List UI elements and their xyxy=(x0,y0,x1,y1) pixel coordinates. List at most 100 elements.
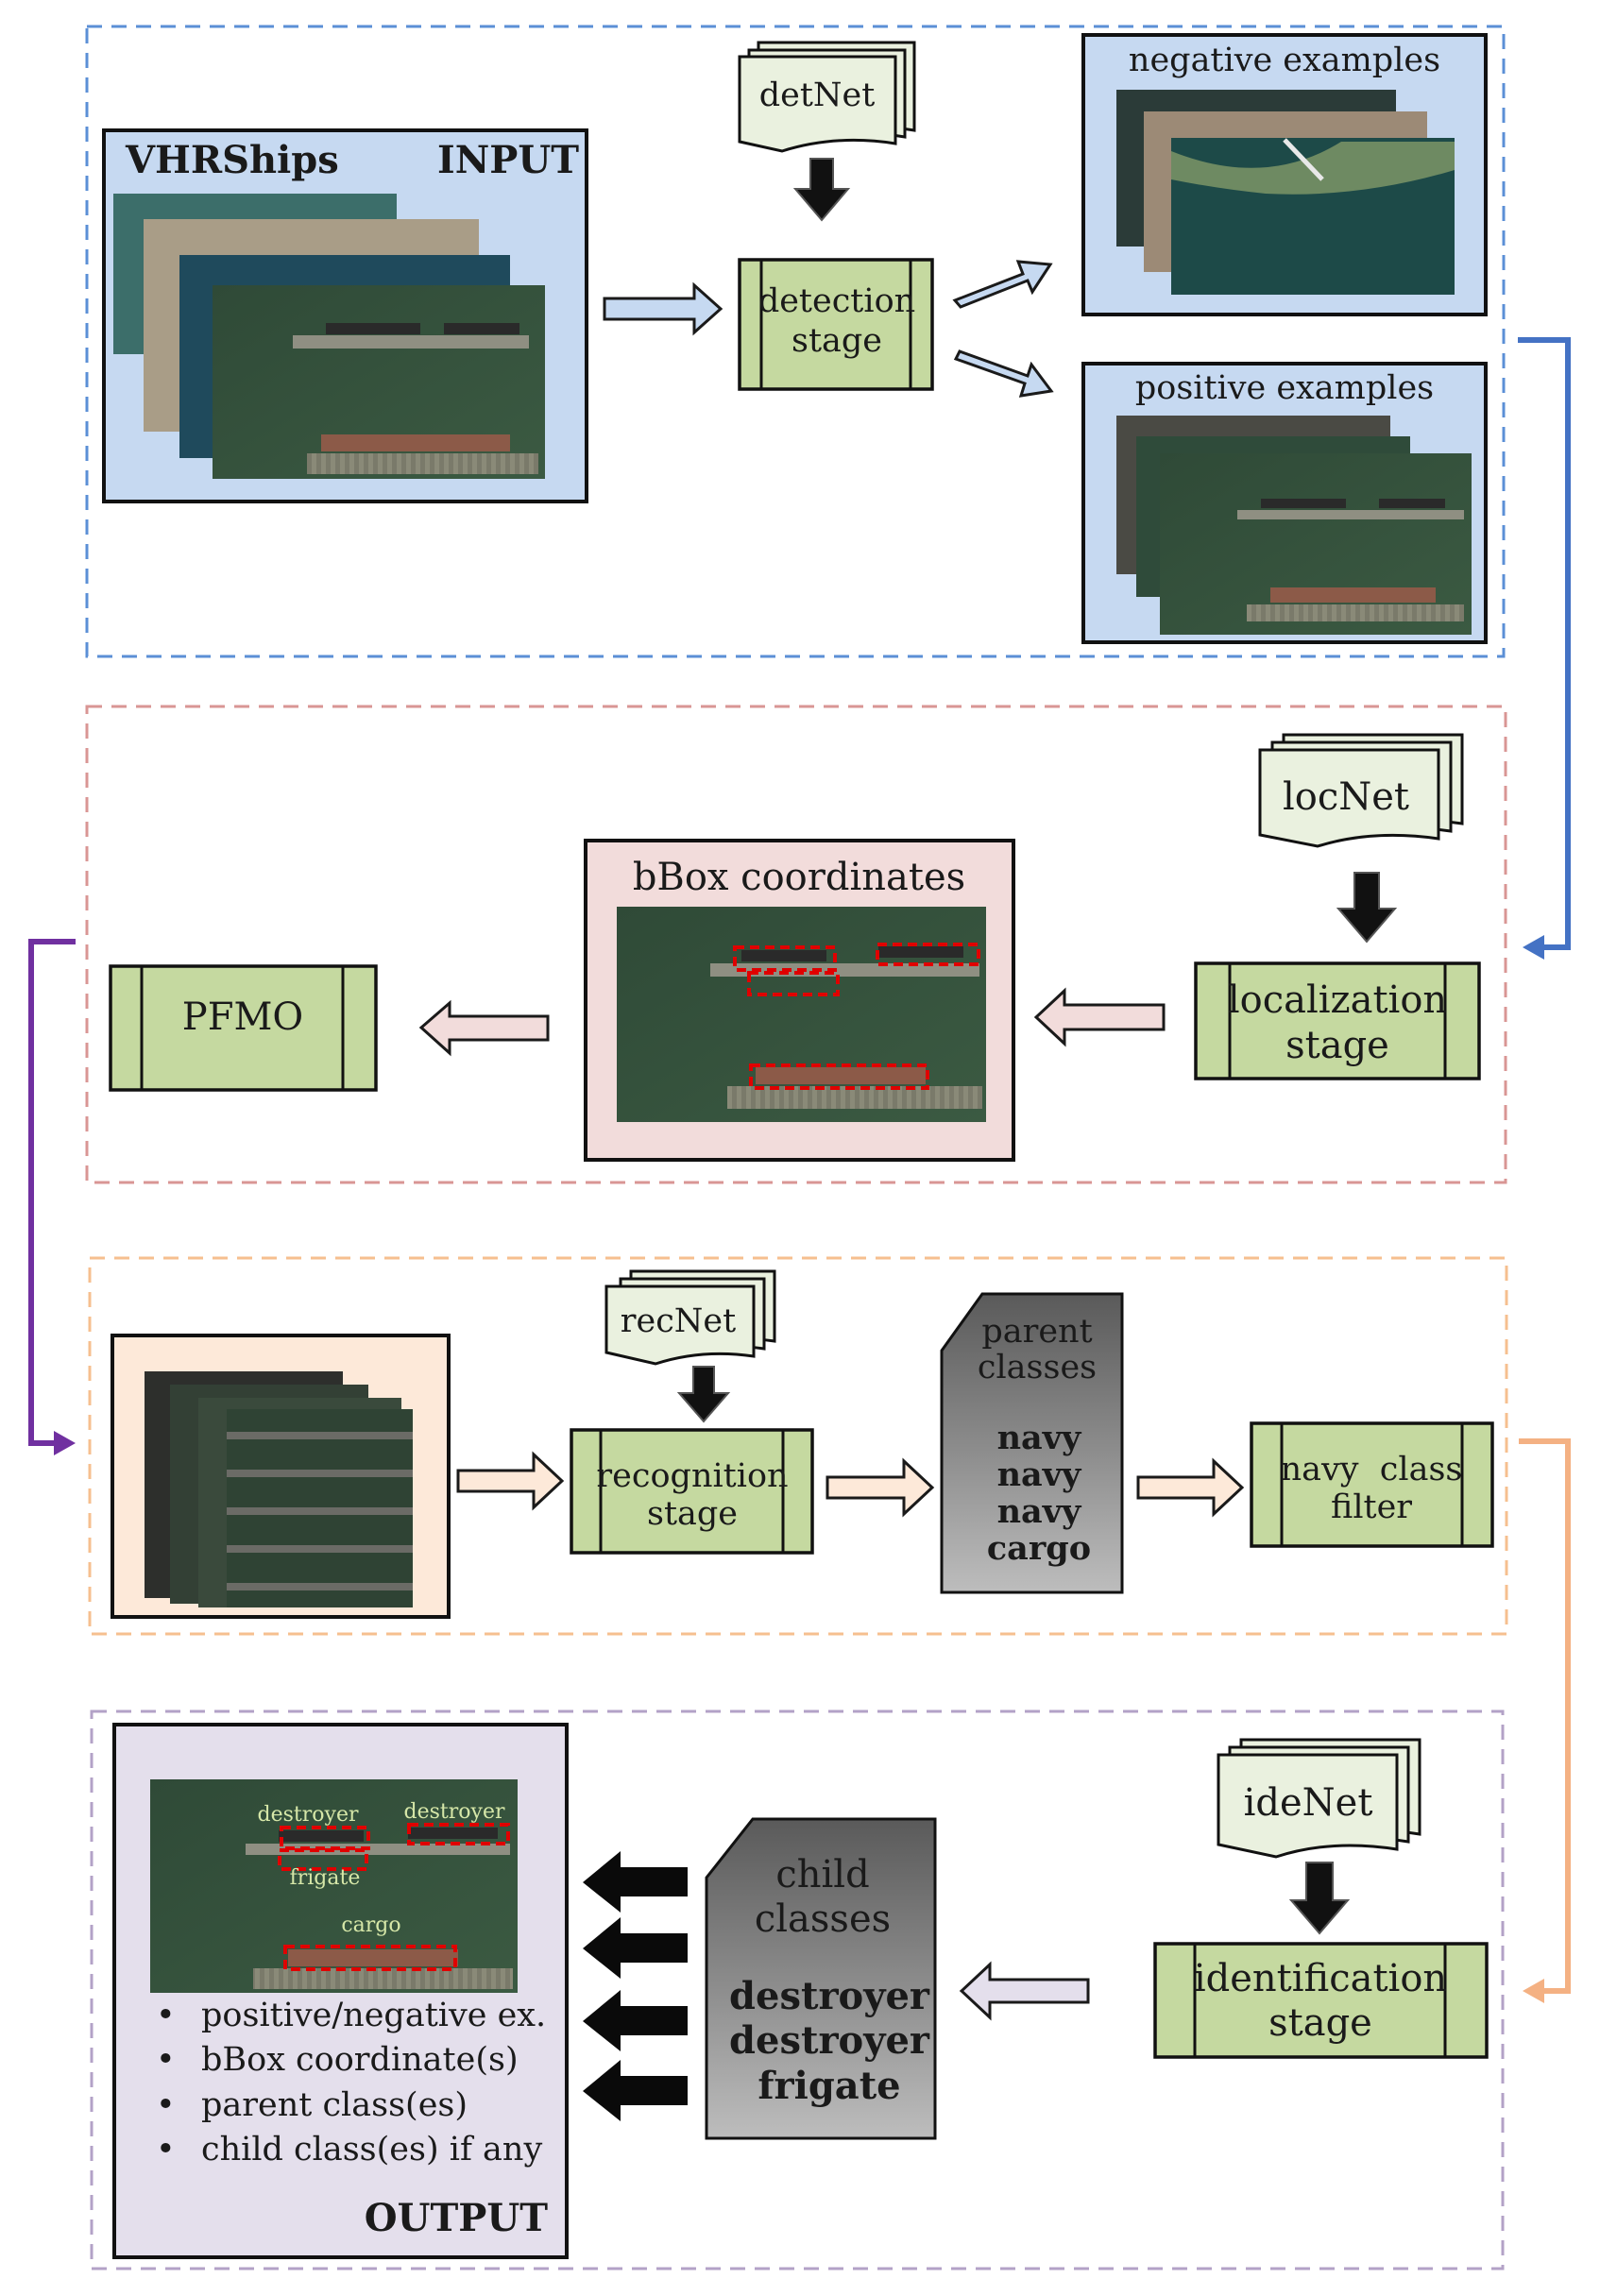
recognition-section-frame xyxy=(88,1256,1508,1636)
detection-stage-box: detection stage xyxy=(738,258,934,391)
detection-stage-line2: stage xyxy=(791,322,882,360)
detnet-document: detNet xyxy=(738,41,916,153)
child-class-item: frigate xyxy=(757,2064,900,2108)
output-image-label: cargo xyxy=(341,1913,400,1937)
identification-stage-box: identification stage xyxy=(1153,1942,1489,2059)
parent-class-item: navy xyxy=(997,1455,1082,1494)
localization-stage-line1: localization xyxy=(1228,978,1447,1022)
pfmo-box: PFMO xyxy=(109,964,378,1092)
detnet-down-arrow xyxy=(792,158,851,222)
output-arrow xyxy=(583,1917,688,1979)
navy-class-filter-box: navy class filter xyxy=(1250,1421,1494,1548)
child-class-item: destroyer xyxy=(729,1974,930,2018)
identification-stage-line2: stage xyxy=(1268,2001,1372,2045)
bbox-to-pfmo-arrow xyxy=(418,999,550,1057)
bullet-marker: • xyxy=(156,1997,176,2034)
recnet-label: recNet xyxy=(621,1302,736,1340)
idenet-label: ideNet xyxy=(1244,1781,1373,1825)
recognition-to-identification-arrowhead xyxy=(1523,1979,1544,2003)
idenet-down-arrow xyxy=(1288,1862,1351,1935)
parent-classes-title-line2: classes xyxy=(978,1349,1097,1386)
positive-examples-panel: positive examples xyxy=(1081,362,1488,644)
bullet-marker: • xyxy=(156,2086,176,2124)
pfmo-image-panel xyxy=(111,1334,451,1619)
parent-classes-card: parent classes navy navy navy cargo xyxy=(940,1292,1124,1594)
pfmo-label: PFMO xyxy=(182,995,303,1039)
bbox-rect xyxy=(747,971,840,996)
bbox-coordinates-title: bBox coordinates xyxy=(633,856,965,899)
recognition-section: recNet recognition stage parent classes … xyxy=(88,1256,1508,1636)
child-classes-card: child classes destroyer destroyer frigat… xyxy=(705,1817,937,2140)
output-image-label: destroyer xyxy=(258,1803,359,1827)
bbox-rect xyxy=(876,943,980,966)
identification-stage-line1: identification xyxy=(1194,1957,1447,2000)
output-image-label: destroyer xyxy=(404,1800,505,1824)
parent-class-item: navy xyxy=(997,1419,1082,1457)
localization-section-frame xyxy=(85,705,1507,1184)
identification-to-child-arrow xyxy=(959,1961,1090,2021)
child-to-output-arrows xyxy=(583,1851,688,2121)
parent-class-item: navy xyxy=(997,1492,1082,1531)
detection-section-frame xyxy=(85,25,1506,658)
input-image-stack xyxy=(113,194,545,479)
output-arrow xyxy=(583,1990,688,2051)
bbox-rect xyxy=(733,945,837,972)
child-classes-title-line1: child xyxy=(775,1853,869,1896)
output-bbox-detections xyxy=(278,1823,510,1971)
identification-section: ideNet identification stage child classe… xyxy=(90,1709,1505,2270)
localization-to-recognition-connector xyxy=(28,939,76,1446)
output-label: OUTPUT xyxy=(365,2196,548,2240)
parent-class-item: cargo xyxy=(987,1529,1091,1568)
detection-to-negative-arrow xyxy=(952,260,1053,309)
parent-classes-title-line1: parent xyxy=(981,1313,1092,1351)
locnet-document: locNet xyxy=(1258,733,1464,848)
output-arrow xyxy=(583,1851,688,1913)
output-bbox-rect xyxy=(407,1823,510,1845)
recognition-stage-line2: stage xyxy=(647,1495,738,1533)
bbox-detections xyxy=(733,943,980,1090)
navy-filter-line1: navy class xyxy=(1281,1451,1463,1488)
recognition-stage-box: recognition stage xyxy=(570,1428,814,1555)
localization-to-recognition-arrowhead xyxy=(54,1431,76,1455)
output-bullet-list: • positive/negative ex. • bBox coordinat… xyxy=(156,1997,546,2168)
input-panel: VHRShips INPUT xyxy=(102,128,588,503)
bbox-rect xyxy=(749,1063,929,1090)
bbox-coordinates-panel: bBox coordinates xyxy=(584,839,1015,1162)
input-label: INPUT xyxy=(437,138,579,182)
child-classes-title-line2: classes xyxy=(755,1897,891,1941)
output-image-label: frigate xyxy=(290,1866,361,1890)
pfmo-to-recognition-arrow xyxy=(456,1451,565,1511)
recognition-to-parent-arrow xyxy=(826,1457,935,1518)
localization-to-bbox-arrow xyxy=(1033,987,1166,1047)
detection-to-localization-arrowhead xyxy=(1523,935,1544,960)
localization-stage-box: localization stage xyxy=(1194,961,1481,1080)
negative-examples-panel: negative examples xyxy=(1081,33,1488,316)
detection-to-positive-arrow xyxy=(953,349,1054,398)
bullet-marker: • xyxy=(156,2041,176,2079)
positive-examples-title: positive examples xyxy=(1135,369,1434,407)
detection-to-localization-connector xyxy=(1518,337,1571,950)
recnet-down-arrow xyxy=(676,1366,731,1423)
output-bullet: parent class(es) xyxy=(201,2086,468,2124)
recognition-stage-line1: recognition xyxy=(596,1457,788,1495)
detnet-label: detNet xyxy=(759,77,876,114)
locnet-label: locNet xyxy=(1283,775,1409,819)
detection-stage-line1: detection xyxy=(758,282,915,320)
navy-filter-line2: filter xyxy=(1331,1488,1412,1526)
input-to-detection-arrow xyxy=(603,281,723,336)
recnet-document: recNet xyxy=(604,1269,776,1366)
output-arrow xyxy=(583,2060,688,2121)
input-dataset-label: VHRShips xyxy=(125,138,339,182)
parent-to-filter-arrow xyxy=(1136,1457,1245,1518)
child-class-item: destroyer xyxy=(729,2018,930,2063)
detection-section: VHRShips INPUT detNet xyxy=(85,25,1506,658)
output-bbox-rect xyxy=(278,1848,368,1871)
locnet-down-arrow xyxy=(1336,872,1398,944)
bullet-marker: • xyxy=(156,2131,176,2168)
output-bullet: child class(es) if any xyxy=(201,2131,542,2168)
output-bullet: bBox coordinate(s) xyxy=(201,2041,519,2079)
idenet-document: ideNet xyxy=(1217,1738,1421,1859)
negative-examples-title: negative examples xyxy=(1129,42,1440,79)
pfmo-crop-stack xyxy=(145,1371,413,1607)
localization-section: locNet localization stage bBox coordinat… xyxy=(85,705,1507,1184)
